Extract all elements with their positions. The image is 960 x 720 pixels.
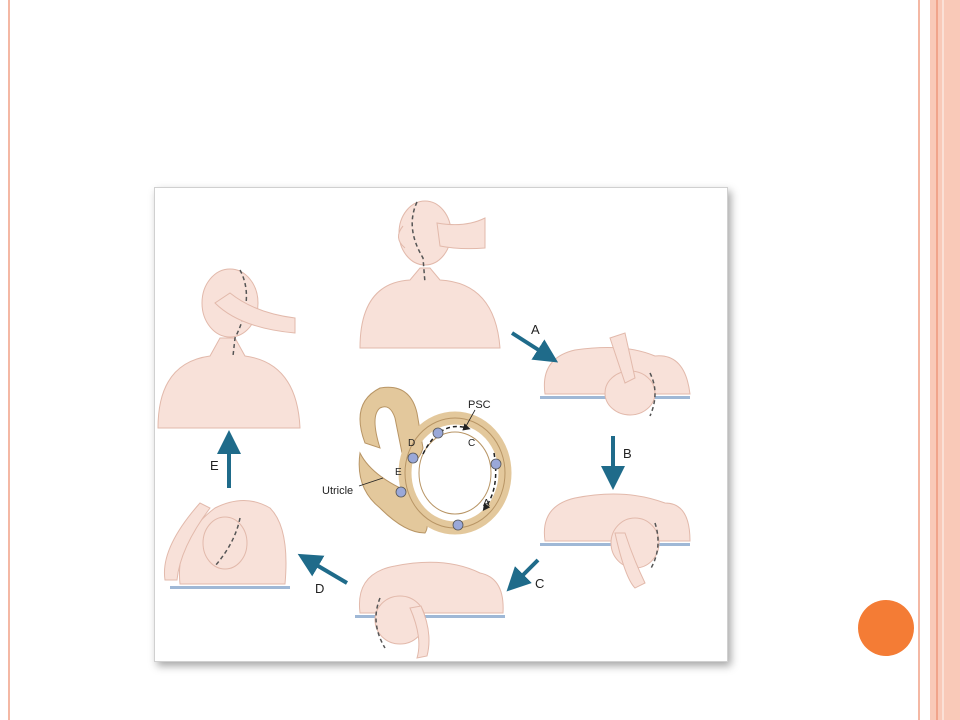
psc-label: PSC bbox=[468, 399, 491, 411]
step-label-b: B bbox=[623, 446, 632, 461]
inner-ear-labyrinth bbox=[358, 386, 512, 535]
position-supine-head-rotated bbox=[540, 493, 691, 589]
utricle-label: Utricle bbox=[322, 485, 353, 497]
canal-label-c: C bbox=[468, 438, 475, 449]
step-arrow-a bbox=[510, 331, 559, 363]
slide-right-border bbox=[918, 0, 920, 720]
slide-right-stripe bbox=[936, 0, 938, 720]
position-side-lying bbox=[163, 500, 290, 589]
step-label-d: D bbox=[315, 581, 324, 596]
canal-label-a: A bbox=[483, 498, 490, 509]
maneuver-diagram: A B C D E PSC Utricle D C E A bbox=[157, 200, 691, 659]
step-arrow-d bbox=[297, 553, 349, 585]
position-seated-head-turned bbox=[359, 200, 501, 349]
position-seated-upright bbox=[157, 268, 301, 429]
step-arrow-c bbox=[506, 558, 540, 592]
canal-label-d: D bbox=[408, 438, 415, 449]
step-label-c: C bbox=[535, 576, 544, 591]
step-label-a: A bbox=[531, 322, 540, 337]
slide-right-band bbox=[930, 0, 960, 720]
step-label-e: E bbox=[210, 458, 219, 473]
accent-circle bbox=[858, 600, 914, 656]
canal-label-e: E bbox=[395, 467, 402, 478]
slide-right-stripe-light bbox=[942, 0, 944, 720]
position-lateral-roll bbox=[355, 561, 505, 659]
slide-left-border bbox=[8, 0, 10, 720]
position-supine-head-hanging bbox=[540, 332, 691, 417]
epley-maneuver-figure: A B C D E PSC Utricle D C E A bbox=[154, 187, 728, 662]
